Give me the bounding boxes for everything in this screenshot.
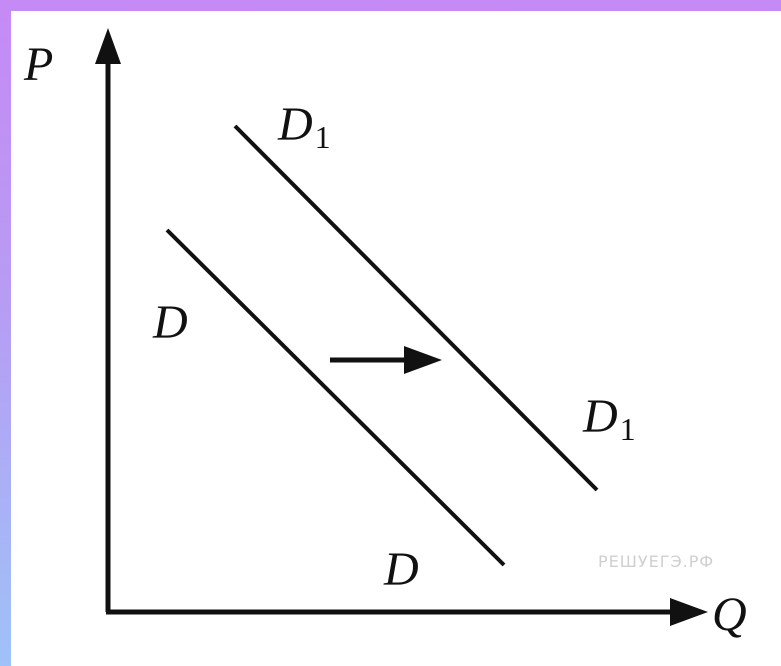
label-d1-lower-main: D — [582, 390, 618, 443]
diagram-frame — [11, 11, 781, 666]
label-d-lower: D — [383, 543, 419, 596]
label-d1-upper-main: D — [277, 98, 313, 151]
label-d1-upper: D1 — [277, 98, 331, 155]
label-d1-lower: D1 — [582, 390, 636, 447]
y-axis-arrowhead — [95, 28, 121, 64]
shift-arrow-head — [404, 346, 442, 374]
label-d1-upper-sub: 1 — [315, 119, 331, 155]
x-axis-arrowhead — [670, 598, 708, 626]
y-axis-label: P — [23, 38, 53, 91]
label-d-upper: D — [152, 296, 188, 349]
x-axis-label: Q — [712, 588, 747, 641]
demand-curve-d — [165, 228, 506, 567]
demand-curve-d1 — [233, 124, 599, 492]
watermark-text: РЕШУЕГЭ.РФ — [598, 552, 714, 571]
label-d1-lower-sub: 1 — [620, 411, 636, 447]
